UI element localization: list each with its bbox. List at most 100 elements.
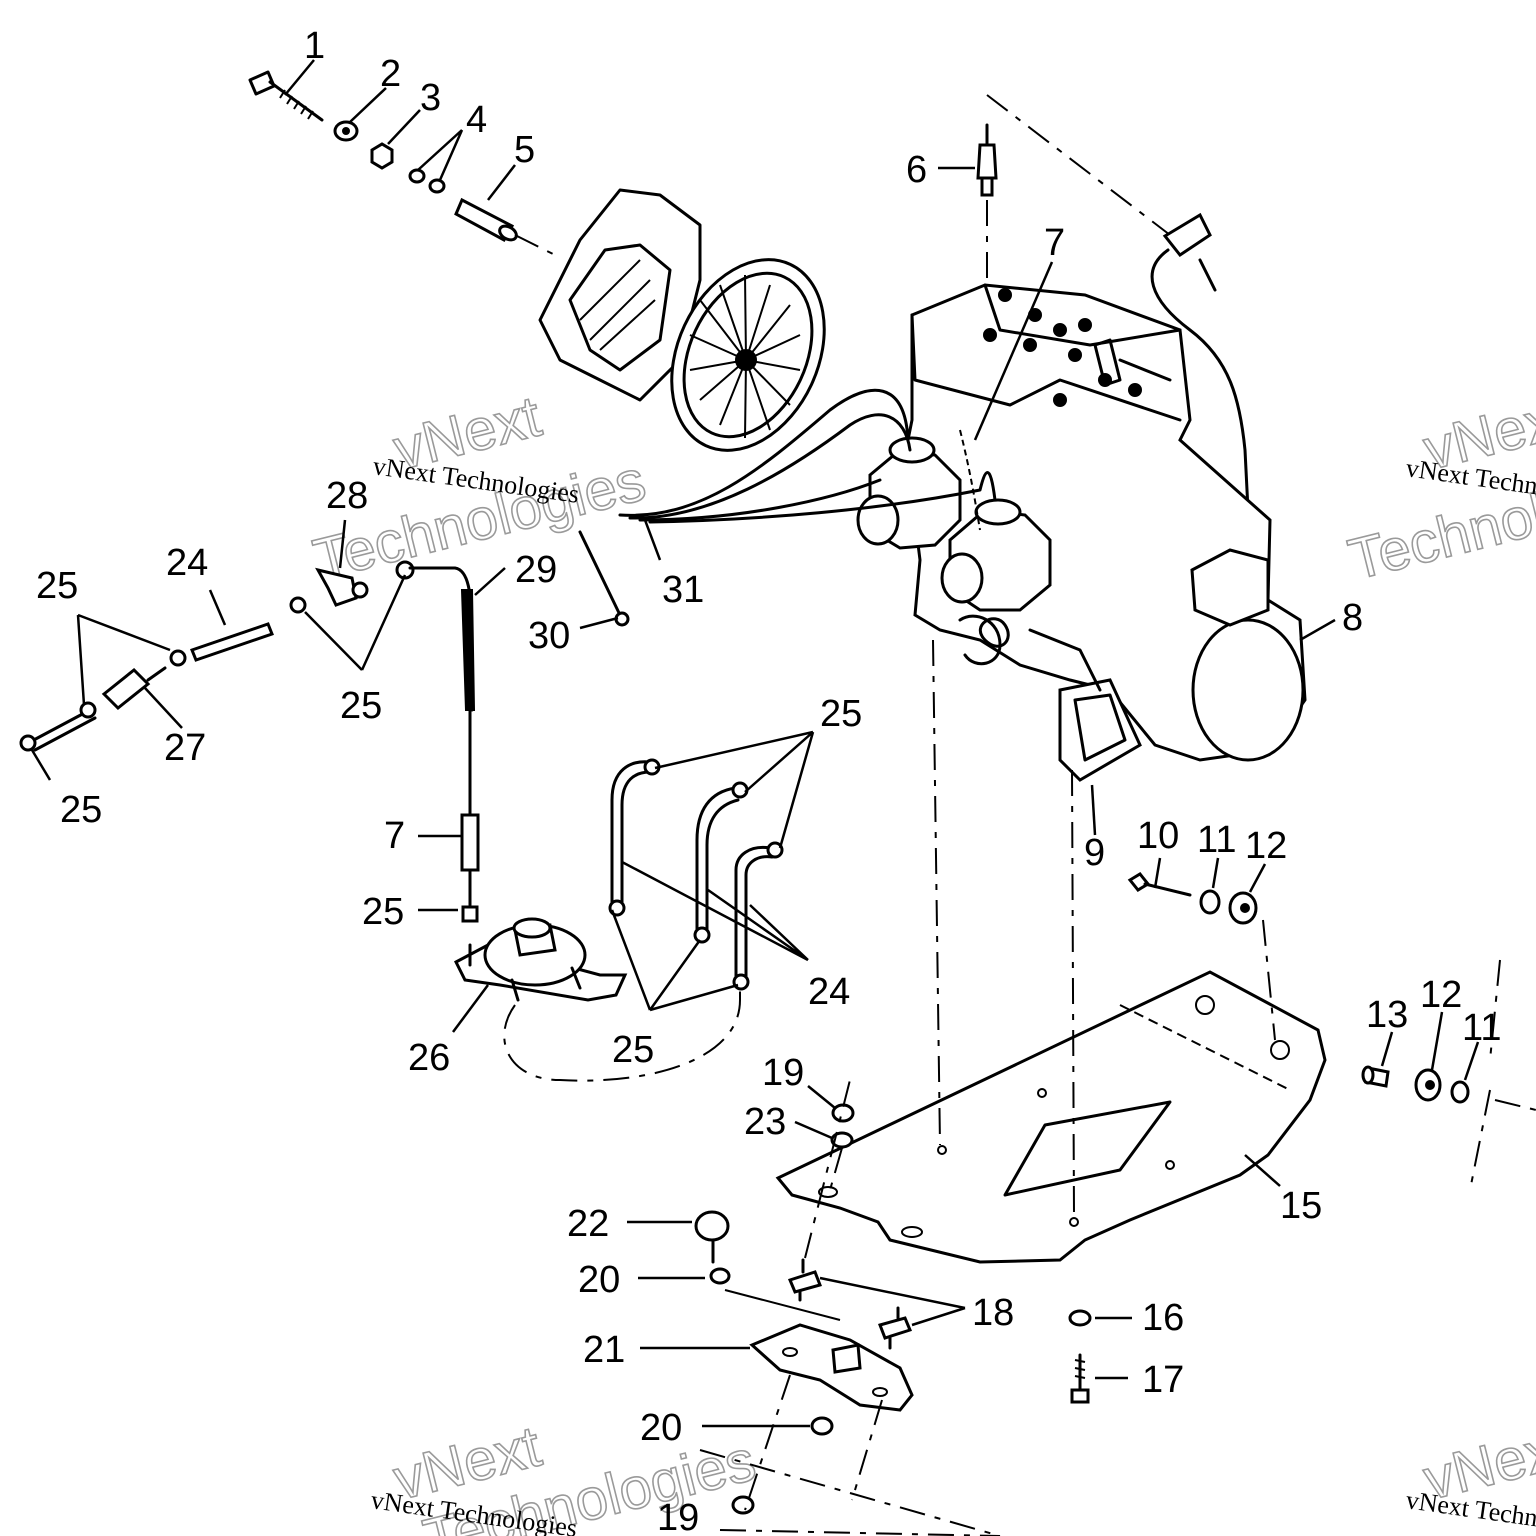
axis-line-bottom-b (719, 1529, 1001, 1536)
part-31-cables (618, 388, 997, 531)
callout-25-pump: 25 (362, 891, 404, 933)
part-16-washer (1068, 1309, 1092, 1327)
axis-line-plate-b (1071, 769, 1075, 1216)
part-24-hose (190, 622, 274, 662)
callout-7-top: 7 (1044, 222, 1065, 264)
callout-12-lower: 12 (1420, 974, 1462, 1016)
callout-22: 22 (567, 1203, 609, 1245)
part-20-nut-a (709, 1267, 731, 1285)
callout-28: 28 (326, 475, 368, 517)
part-25-clamp-v5 (693, 926, 711, 944)
callout-16: 16 (1142, 1297, 1184, 1339)
axis-line-23 (829, 1147, 843, 1191)
callout-1: 1 (304, 25, 325, 67)
part-25-clamp-a (19, 734, 37, 752)
callout-12-upper: 12 (1245, 825, 1287, 867)
callout-6: 6 (906, 149, 927, 191)
part-11-washer-b (1450, 1080, 1470, 1104)
axis-line-right (1469, 1089, 1491, 1191)
part-22-bumper (694, 1210, 730, 1264)
callout-27: 27 (164, 727, 206, 769)
part-25-clamp-v6 (732, 973, 750, 991)
callout-10: 10 (1137, 815, 1179, 857)
axis-line-plug-cap (986, 94, 1171, 236)
callout-9: 9 (1084, 832, 1105, 874)
part-drive-clutch (538, 188, 826, 452)
callout-19-lower: 19 (657, 1497, 699, 1536)
callout-17: 17 (1142, 1359, 1184, 1401)
part-carburetors (856, 436, 1052, 648)
part-10-bolt (1127, 872, 1192, 897)
part-25-clamp-b (79, 701, 97, 719)
part-7-pulse-line (460, 813, 480, 907)
part-5-sleeve (454, 197, 518, 243)
part-30-screw (578, 530, 622, 617)
axis-line-plate-c (1262, 919, 1276, 1041)
part-25-hose-left-b (33, 716, 97, 752)
part-28-fitting (315, 567, 369, 607)
part-25-clamp-d (289, 596, 307, 614)
axis-line-21a (744, 1374, 791, 1511)
part-plug-cap-wire (1150, 212, 1252, 552)
part-25-clamp-v2 (731, 781, 749, 799)
part-17-bolt (1070, 1353, 1090, 1404)
callout-25-left-top: 25 (36, 565, 78, 607)
part-4-oring-b (428, 178, 446, 194)
callout-30: 30 (528, 615, 570, 657)
callout-23: 23 (744, 1101, 786, 1143)
axis-line-18 (804, 1079, 851, 1259)
callout-19-upper: 19 (762, 1052, 804, 1094)
part-3-nut (370, 142, 394, 170)
callout-25-left-bottom: 25 (60, 789, 102, 831)
part-25-clamp-pump-top (461, 905, 479, 923)
part-18-mount-a (787, 1258, 822, 1302)
leader-lines (30, 59, 1480, 1428)
callout-20-lower: 20 (640, 1407, 682, 1449)
callout-24-right: 24 (808, 971, 850, 1013)
part-29-fuel-line (395, 560, 476, 817)
callout-25-right-bottom: 25 (612, 1029, 654, 1071)
part-25-hose-left (28, 708, 92, 744)
part-19-nut (831, 1103, 855, 1123)
callout-26: 26 (408, 1037, 450, 1079)
callout-29: 29 (515, 549, 557, 591)
part-1-bolt (248, 70, 324, 122)
part-12-hole-a (1240, 903, 1250, 913)
callout-15: 15 (1280, 1185, 1322, 1227)
part-26-fuel-pump (454, 917, 741, 1082)
callouts: 1 2 3 4 5 6 7 8 9 10 11 12 13 12 11 15 1… (36, 25, 1501, 1536)
part-4-oring-a (408, 168, 426, 184)
axis-line-21b (851, 1399, 883, 1501)
part-11-washer-a (1199, 889, 1221, 915)
part-25-clamp-c (169, 649, 187, 667)
axis-line-right-top (1489, 959, 1501, 1061)
part-25-clamp-v3 (766, 841, 784, 859)
callout-5: 5 (514, 129, 535, 171)
callout-25-right-top: 25 (820, 693, 862, 735)
callout-7-bottom: 7 (384, 815, 405, 857)
part-19-nut-b (731, 1495, 755, 1515)
part-27-fuel-filter (101, 666, 167, 711)
part-2-hole (342, 127, 350, 135)
callout-8: 8 (1342, 597, 1363, 639)
callout-2: 2 (380, 53, 401, 95)
callout-13: 13 (1366, 994, 1408, 1036)
axis-line-plate-a (932, 639, 941, 1146)
axis-line-bottom (699, 1449, 1001, 1536)
callout-25-left-mid: 25 (340, 685, 382, 727)
callout-20-upper: 20 (578, 1259, 620, 1301)
part-6-spark-plug (976, 123, 998, 197)
part-13-spacer (1361, 1065, 1390, 1088)
axis-line-20 (724, 1289, 841, 1321)
part-24-vent-hoses (610, 760, 774, 982)
axis-line-right-side (1494, 1099, 1536, 1111)
callout-21: 21 (583, 1329, 625, 1371)
callout-4: 4 (466, 99, 487, 141)
callout-3: 3 (420, 77, 441, 119)
part-20-nut-b (810, 1416, 834, 1436)
axis-line-clutch (514, 234, 556, 256)
callout-24-left: 24 (166, 542, 208, 584)
part-23-washer (830, 1131, 854, 1149)
callout-11-upper: 11 (1197, 819, 1236, 861)
